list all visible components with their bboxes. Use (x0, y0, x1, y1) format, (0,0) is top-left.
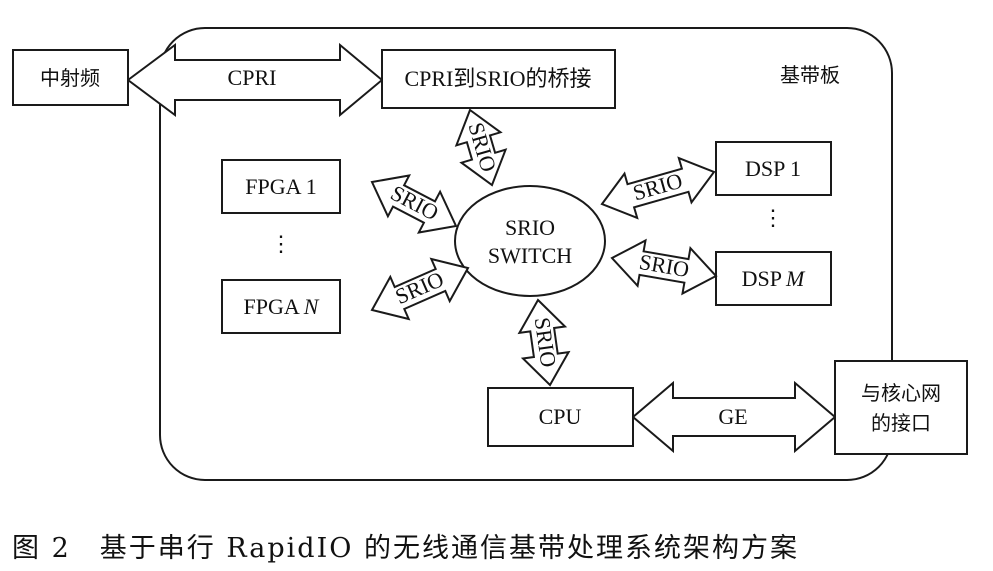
srio-switch (454, 185, 606, 297)
core-network-interface-box (834, 360, 968, 455)
dspM-prefix: DSP (742, 266, 782, 291)
srio-arrow-fpga1 (370, 174, 458, 234)
dsp1-label: DSP 1 (745, 156, 801, 181)
fpgaN-var: N (303, 294, 320, 319)
srio-switch-line2: SWITCH (488, 243, 572, 268)
rf-label: 中射频 (40, 66, 100, 90)
figure-caption: 图 2 基于串行 RapidIO 的无线通信基带处理系统架构方案 (12, 533, 799, 564)
ge-link-label: GE (718, 404, 747, 429)
fpgaN-box (221, 279, 341, 334)
cpu-label: CPU (539, 404, 582, 429)
cpu-box (487, 387, 634, 447)
core-network-interface-line2: 的接口 (871, 411, 931, 435)
core-network-interface-line1: 与核心网 (861, 381, 941, 405)
fpga-ellipsis: ⋮ (270, 231, 292, 256)
fpgaN-prefix: FPGA (244, 294, 300, 319)
srio-switch-line1: SRIO (505, 215, 555, 240)
srio-arrow-dsp1 (600, 156, 716, 220)
baseband-board-label: 基带板 (780, 63, 840, 87)
dsp1-box (715, 141, 832, 196)
dspM-box (715, 251, 832, 306)
cpri-srio-bridge-label: CPRI到SRIO的桥接 (404, 66, 591, 91)
fpga1-box (221, 159, 341, 214)
srio-arrow-dspM-label: SRIO (637, 249, 691, 282)
srio-arrow-dspM (610, 238, 718, 296)
baseband-board (159, 27, 893, 481)
dspM-var: M (785, 266, 806, 291)
rf-box (12, 49, 129, 106)
srio-arrow-cpu (517, 298, 571, 387)
dsp-ellipsis: ⋮ (762, 205, 784, 230)
srio-arrow-bridge (454, 108, 508, 187)
cpri-srio-bridge-box (381, 49, 616, 109)
srio-arrow-fpgaN (370, 257, 470, 321)
fpga1-label: FPGA 1 (245, 174, 317, 199)
cpri-link-label: CPRI (228, 65, 277, 90)
